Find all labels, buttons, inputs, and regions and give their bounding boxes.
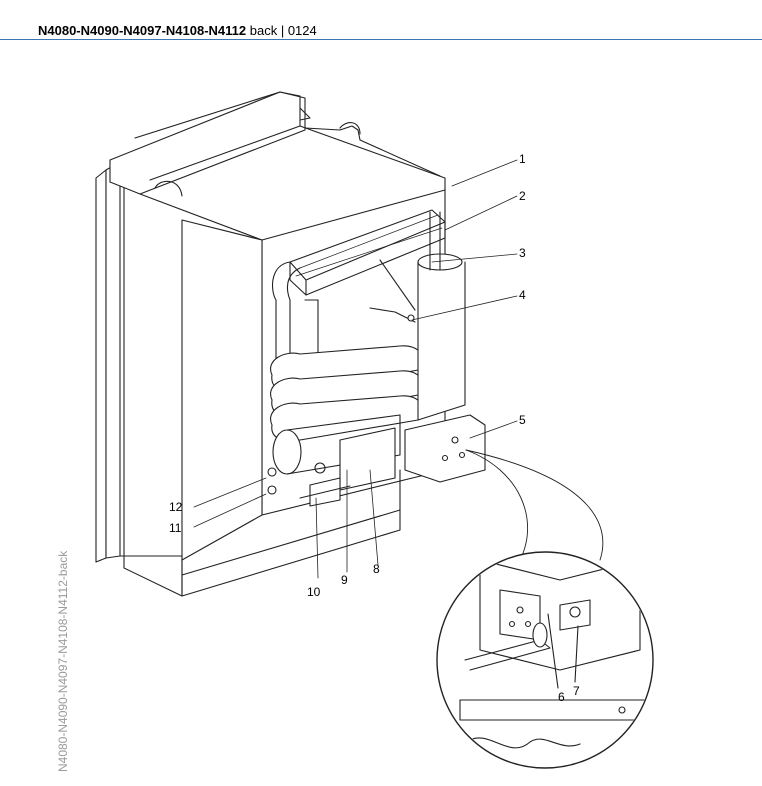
zoom-connector	[465, 449, 604, 561]
model-numbers: N4080-N4090-N4097-N4108-N4112	[38, 23, 247, 38]
condenser	[289, 209, 446, 296]
callout-6: 6	[558, 690, 565, 704]
callout-3: 3	[519, 246, 526, 260]
callout-1: 1	[519, 152, 526, 166]
detail-zoom-circle	[436, 551, 654, 769]
cabinet-side-panel	[95, 159, 183, 597]
callout-12: 12	[169, 500, 183, 514]
boiler	[417, 211, 466, 421]
fridge-back-diagram	[95, 91, 654, 769]
top-frame	[109, 91, 446, 241]
callout-8: 8	[373, 562, 380, 576]
burner-housing	[404, 414, 486, 483]
connection-ports	[267, 467, 277, 495]
gas-valve	[299, 427, 396, 507]
leader-lines	[193, 159, 518, 579]
callout-7: 7	[573, 684, 580, 698]
callout-9: 9	[341, 573, 348, 587]
header-suffix: back | 0124	[249, 23, 317, 38]
page-header: N4080-N4090-N4097-N4108-N4112 back | 012…	[0, 0, 762, 40]
callout-11: 11	[169, 521, 182, 535]
callout-2: 2	[519, 189, 526, 203]
header-rule	[0, 39, 762, 40]
callout-10: 10	[307, 585, 321, 599]
callout-4: 4	[519, 288, 526, 302]
callout-5: 5	[519, 413, 526, 427]
header-title: N4080-N4090-N4097-N4108-N4112 back | 012…	[38, 23, 317, 38]
